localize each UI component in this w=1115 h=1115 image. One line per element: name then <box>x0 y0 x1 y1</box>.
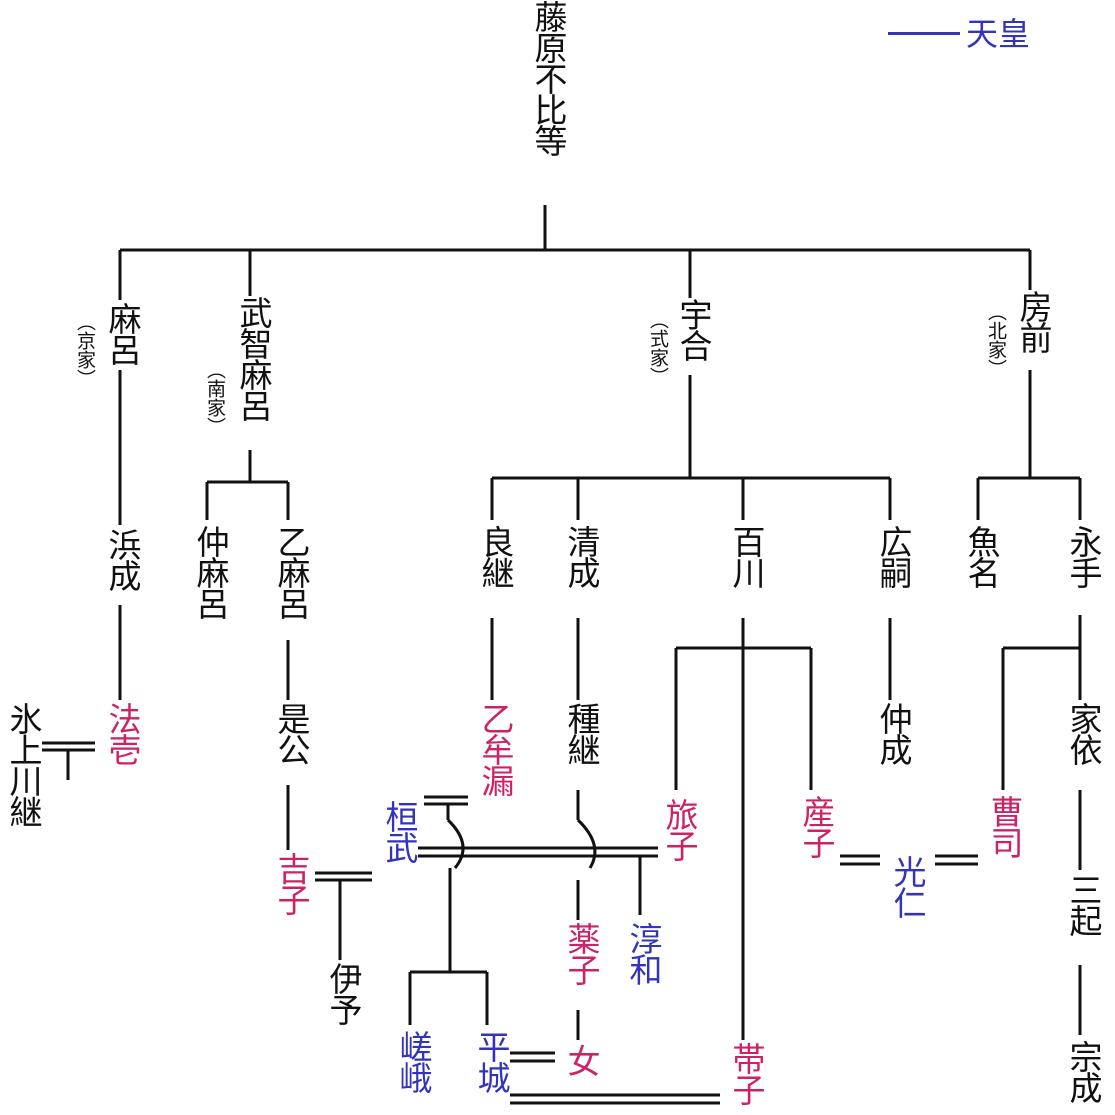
person-fusasaki: 房前 <box>1012 290 1053 352</box>
legend-label: 天皇 <box>966 15 1031 53</box>
person-munenari: 宗成 <box>1062 1040 1103 1102</box>
house-label-hokke: （北家） <box>983 302 1007 378</box>
person-soshi: 曹司 <box>983 795 1024 857</box>
person-korekimi: 是公 <box>270 702 311 764</box>
person-junna: 淳和 <box>622 922 663 984</box>
person-tabiko: 旅子 <box>658 798 699 860</box>
person-ieyori: 家依 <box>1062 702 1103 764</box>
person-nakamaro: 仲麻呂 <box>189 525 230 618</box>
person-maro: 麻呂 <box>101 302 142 364</box>
person-kiyonari: 清成 <box>560 525 601 587</box>
person-yoshitsugu: 良継 <box>474 525 515 587</box>
person-momokawa: 百川 <box>725 525 766 587</box>
person-tarashiko: 帯子 <box>725 1042 766 1104</box>
house-label-shikike: （式家） <box>645 310 669 386</box>
person-konin: 光仁 <box>886 855 927 917</box>
legend-line <box>888 32 960 35</box>
person-uona: 魚名 <box>960 525 1001 587</box>
person-hirotsugu: 広嗣 <box>872 525 913 587</box>
person-hikami-kawatsugu: 氷上川継 <box>2 702 43 826</box>
person-fuhito: 藤原不比等 <box>527 0 568 155</box>
house-label-nanke: （南家） <box>202 360 226 436</box>
person-moroko: 産子 <box>795 795 836 857</box>
person-saga: 嵯峨 <box>392 1030 433 1092</box>
person-otomuro: 乙牟漏 <box>474 702 515 795</box>
person-nakanari: 仲成 <box>872 702 913 764</box>
person-kusuriko: 薬子 <box>560 922 601 984</box>
person-hamanari: 浜成 <box>101 528 142 590</box>
person-kanmu: 桓武 <box>378 800 419 862</box>
person-otomaro: 乙麻呂 <box>270 525 311 618</box>
house-label-kyoke: （京家） <box>72 312 96 388</box>
person-muchimaro: 武智麻呂 <box>232 296 273 420</box>
person-umakai: 宇合 <box>672 298 713 360</box>
person-iyo: 伊予 <box>322 962 363 1024</box>
person-hoichi: 法壱 <box>101 702 142 764</box>
person-yoshiko: 吉子 <box>270 852 311 914</box>
person-nagate: 永手 <box>1062 525 1103 587</box>
person-heizei: 平城 <box>470 1030 511 1092</box>
person-tanetsugu: 種継 <box>560 702 601 764</box>
person-onna: 女 <box>560 1044 601 1075</box>
person-mitsuoki: 三起 <box>1062 873 1103 935</box>
